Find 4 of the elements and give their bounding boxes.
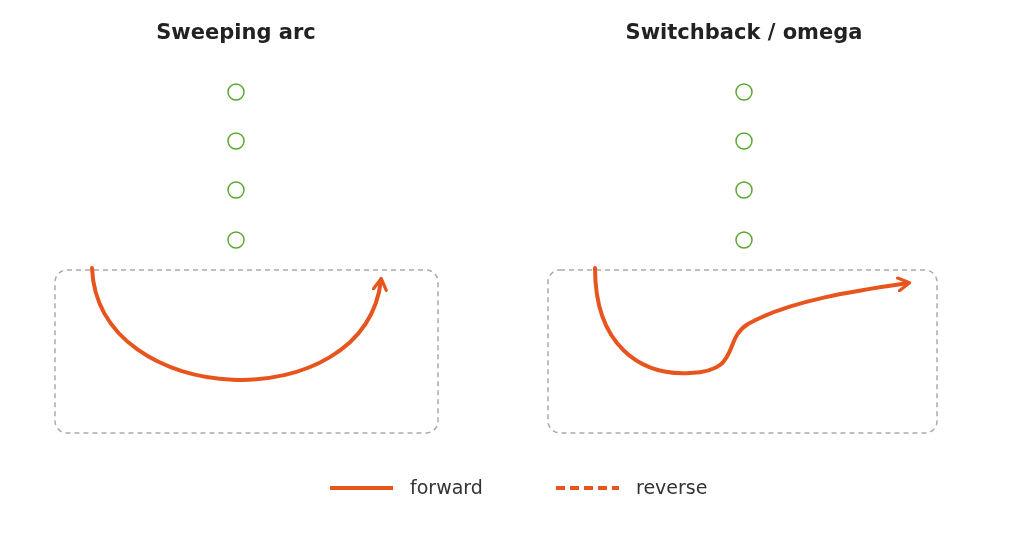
panel-title: Sweeping arc bbox=[156, 20, 316, 44]
legend-label: reverse bbox=[636, 476, 708, 498]
legend-label: forward bbox=[410, 476, 483, 498]
panel-title: Switchback / omega bbox=[625, 20, 863, 44]
